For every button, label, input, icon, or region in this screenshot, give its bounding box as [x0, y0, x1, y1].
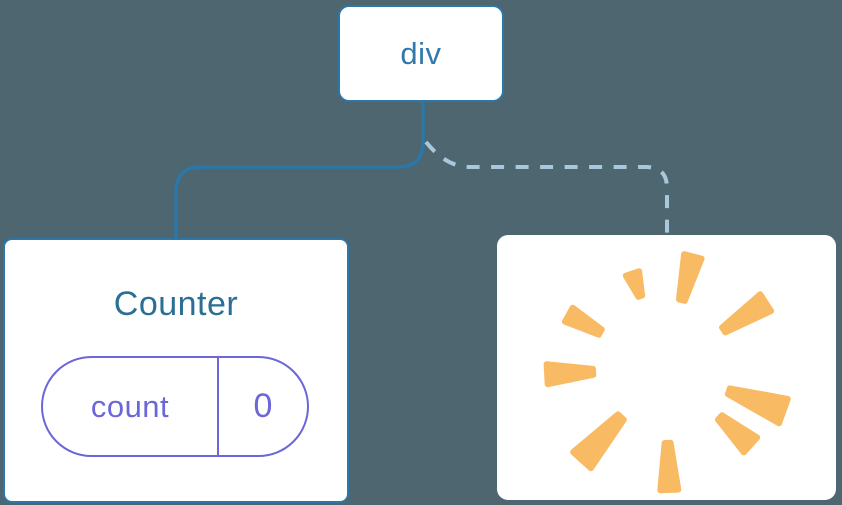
pill-divider [217, 358, 219, 455]
poof-wedge [657, 439, 682, 494]
node-removed [497, 235, 836, 500]
state-key-label: count [90, 388, 170, 424]
poof-wedge [570, 411, 627, 472]
poof-wedge [543, 361, 597, 388]
state-pill: count 0 [41, 356, 309, 457]
div-node-label: div [400, 35, 442, 71]
dashed-edge-to-removed-node [424, 140, 669, 237]
poof-wedge [622, 268, 646, 300]
node-counter: Counter count 0 [3, 238, 349, 503]
state-value: 0 [253, 387, 273, 425]
node-div: div [338, 5, 504, 102]
poof-wedge [676, 251, 705, 304]
poof-starburst-icon [543, 251, 791, 494]
poof-wedge [719, 291, 775, 336]
counter-title: Counter [113, 285, 239, 323]
poof-wedge [715, 412, 761, 456]
solid-edge-to-counter [174, 101, 425, 240]
poof-wedge [724, 385, 791, 427]
poof-wedge [561, 304, 605, 338]
